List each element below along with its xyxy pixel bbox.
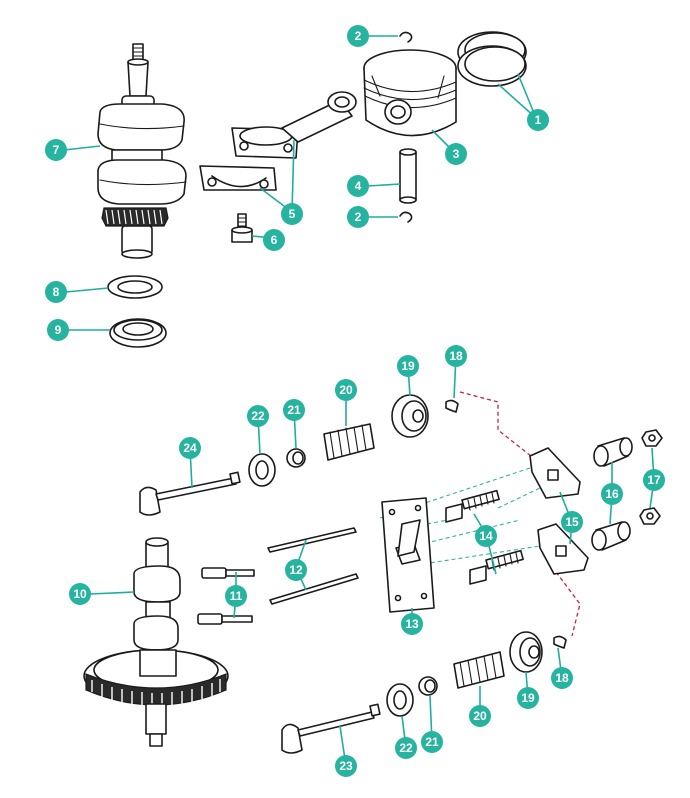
callout-c10: 10	[69, 583, 91, 605]
callout-number-valve-spring-upper: 20	[339, 383, 353, 397]
callout-c20b: 20	[469, 705, 491, 727]
connecting-rod-bolt	[231, 213, 253, 243]
piston-pin	[399, 148, 417, 204]
callout-number-piston-pin: 4	[355, 179, 362, 193]
callout-c1: 1	[527, 109, 549, 131]
valve-stem-seal-lower	[418, 676, 438, 696]
callout-number-piston-rings: 1	[535, 113, 542, 127]
callout-number-lock-nuts: 17	[647, 473, 661, 487]
callout-number-washer: 8	[53, 285, 60, 299]
callout-number-piston-pin-clip-upper: 2	[355, 29, 362, 43]
callout-c3: 3	[445, 143, 467, 165]
piston-pin-clip-upper	[399, 31, 413, 43]
callout-c18b: 18	[551, 667, 573, 689]
camshaft	[83, 537, 229, 747]
valve-washer-upper	[248, 453, 276, 487]
callout-number-oil-seal: 9	[55, 323, 62, 337]
callout-c9: 9	[47, 319, 69, 341]
callout-c19a: 19	[397, 355, 419, 377]
callout-c18a: 18	[445, 345, 467, 367]
callout-number-connecting-rod-bolt: 6	[271, 233, 278, 247]
callout-number-exhaust-valve: 23	[339, 759, 353, 773]
valve-spring-retainer-upper	[391, 394, 429, 438]
callout-c2b: 2	[347, 206, 369, 228]
callout-c13: 13	[401, 613, 423, 635]
callout-number-valve-spring-lower: 20	[473, 709, 487, 723]
callout-number-valve-stem-seal-upper: 21	[287, 403, 301, 417]
callout-c15: 15	[561, 511, 583, 533]
callout-number-crankshaft: 7	[53, 143, 60, 157]
callout-c6: 6	[263, 229, 285, 251]
valve-spring-retainer-lower	[509, 631, 543, 673]
callout-c22b: 22	[395, 737, 417, 759]
callout-number-piston: 3	[453, 147, 460, 161]
callout-number-valve-washer-upper: 22	[251, 409, 265, 423]
callout-c14: 14	[475, 525, 497, 547]
callout-number-camshaft: 10	[73, 587, 87, 601]
callout-c4: 4	[347, 175, 369, 197]
callout-c7: 7	[45, 139, 67, 161]
callout-number-rocker-arm-pivots: 16	[605, 487, 619, 501]
keeper-guide-lines	[459, 391, 581, 637]
piston-pin-clip-lower	[399, 211, 413, 223]
valve-keeper-lower	[553, 635, 567, 649]
callout-c24: 24	[179, 437, 201, 459]
push-rods	[267, 527, 359, 605]
oil-seal	[109, 318, 167, 348]
callout-c2a: 2	[347, 25, 369, 47]
callout-c11: 11	[225, 585, 247, 607]
callout-number-rocker-arm-pivot-studs: 14	[479, 529, 493, 543]
piston-rings	[457, 31, 527, 87]
callout-number-valve-spring-retainer-upper: 19	[401, 359, 415, 373]
callout-c23: 23	[335, 755, 357, 777]
callout-c12: 12	[285, 559, 307, 581]
callout-c21b: 21	[421, 731, 443, 753]
callout-number-push-rod-guide-plate: 13	[405, 617, 419, 631]
valve-keeper-upper	[445, 399, 459, 413]
valve-washer-lower	[386, 683, 414, 717]
callout-number-valve-keeper-upper: 18	[449, 349, 463, 363]
washer	[107, 275, 163, 299]
callout-c22a: 22	[247, 405, 269, 427]
callout-number-intake-valve: 24	[183, 441, 197, 455]
rocker-arm-pivot-studs	[445, 489, 524, 585]
rocker-arms	[529, 447, 589, 575]
lock-nuts	[639, 429, 663, 525]
valve-spring-lower	[453, 651, 505, 689]
exhaust-valve	[281, 703, 381, 754]
callout-c19b: 19	[517, 687, 539, 709]
callout-number-valve-stem-seal-lower: 21	[425, 735, 439, 749]
callout-c16: 16	[601, 483, 623, 505]
valve-stem-seal-upper	[286, 448, 306, 468]
crankshaft	[97, 43, 187, 259]
callout-number-rocker-arms: 15	[565, 515, 579, 529]
callout-number-valve-spring-retainer-lower: 19	[521, 691, 535, 705]
callout-number-valve-lifters: 11	[230, 589, 243, 603]
callout-number-connecting-rod: 5	[289, 207, 296, 221]
callout-c17: 17	[643, 469, 665, 491]
callout-c20a: 20	[335, 379, 357, 401]
callout-c5: 5	[281, 203, 303, 225]
piston	[363, 49, 457, 137]
valve-spring-upper	[323, 423, 375, 461]
valve-lifters	[197, 567, 255, 625]
push-rod-guide-plate	[381, 497, 435, 613]
callout-number-piston-pin-clip-lower: 2	[355, 210, 362, 224]
callout-number-valve-washer-lower: 22	[399, 741, 413, 755]
rocker-arm-pivots	[591, 437, 633, 551]
connecting-rod	[199, 91, 357, 191]
intake-valve	[139, 471, 241, 516]
callout-number-push-rods: 12	[289, 563, 303, 577]
callout-c8: 8	[45, 281, 67, 303]
callout-number-valve-keeper-lower: 18	[555, 671, 569, 685]
callout-c21a: 21	[283, 399, 305, 421]
